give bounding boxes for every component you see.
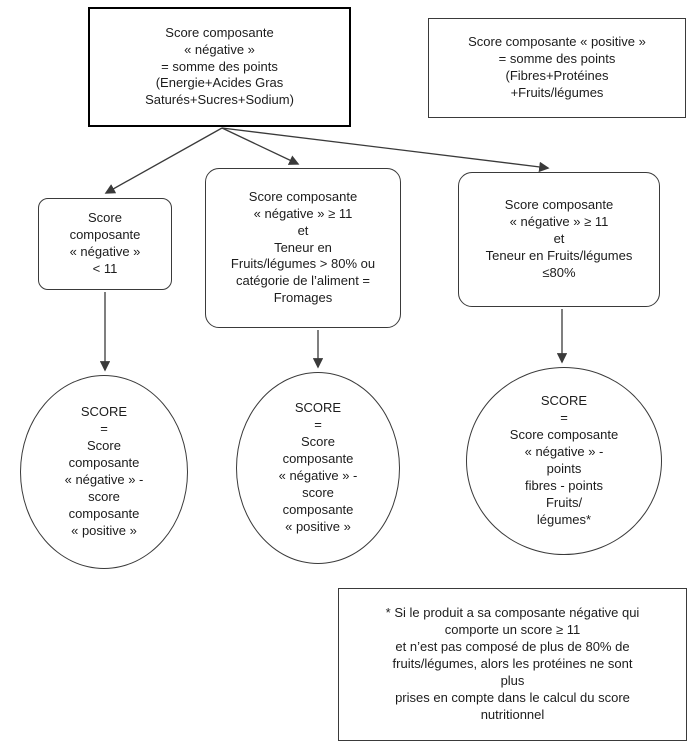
score-circle-middle: SCORE = Score composante « négative » - … bbox=[236, 372, 400, 564]
condition-fruits-gt-80-or-cheese-box: Score composante « négative » ≥ 11 et Te… bbox=[205, 168, 401, 328]
arrow-neg-to-middle bbox=[221, 127, 300, 165]
condition-fruits-lte-80-box: Score composante « négative » ≥ 11 et Te… bbox=[458, 172, 660, 307]
score-circle-left: SCORE = Score composante « négative » - … bbox=[20, 375, 188, 569]
footnote-box: * Si le produit a sa composante négative… bbox=[338, 588, 687, 741]
positive-component-box: Score composante « positive » = somme de… bbox=[428, 18, 686, 118]
score-circle-right: SCORE = Score composante « négative » - … bbox=[466, 367, 662, 555]
arrow-neg-to-right bbox=[221, 127, 550, 173]
negative-component-box: Score composante « négative » = somme de… bbox=[88, 7, 351, 127]
condition-negative-lt-11-box: Score composante « négative » < 11 bbox=[38, 198, 172, 290]
